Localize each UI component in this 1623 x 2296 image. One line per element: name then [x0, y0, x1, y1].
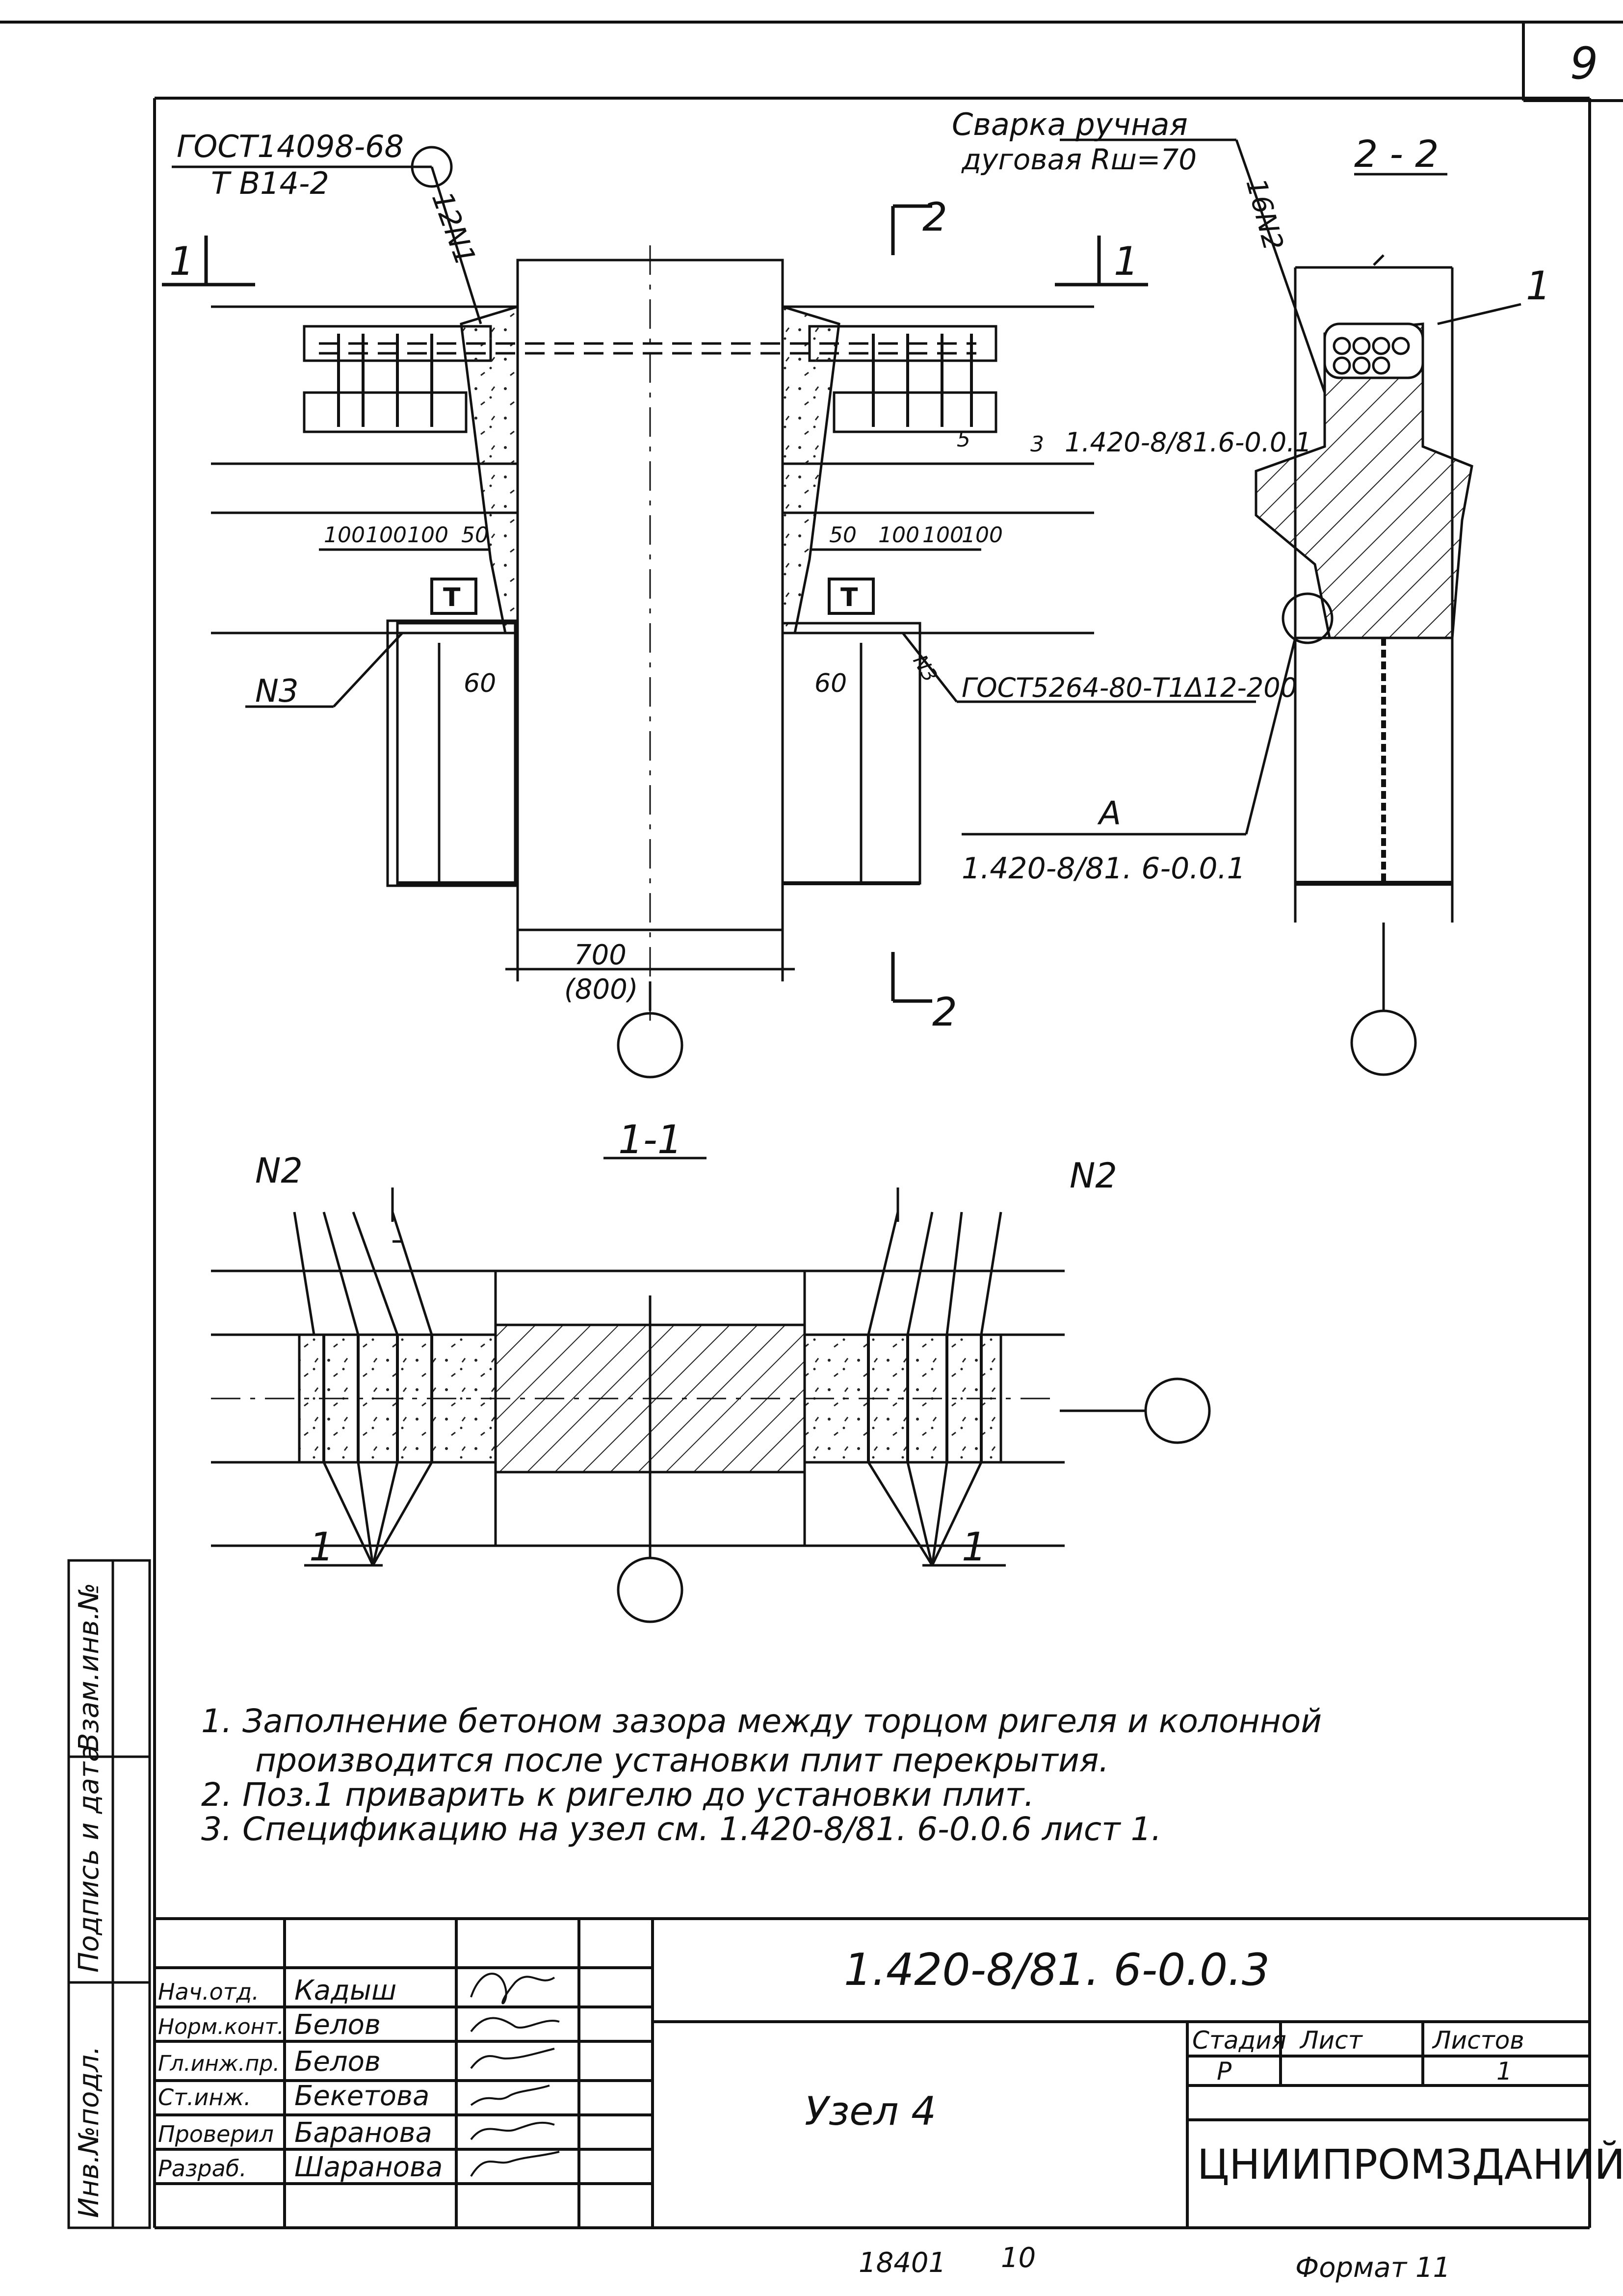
- t-mark-left: T: [443, 583, 461, 612]
- section-2-bottom-label: 2: [932, 989, 957, 1035]
- node-a-ref: 1.420-8/81. 6-0.0.1: [962, 851, 1246, 886]
- role-1: Норм.конт.: [158, 2014, 284, 2039]
- note-2: 2. Поз.1 приварить к ригелю до установки…: [201, 1776, 1034, 1814]
- section-1-right-label: 1: [1114, 238, 1139, 284]
- dim-60-left: 60: [464, 669, 496, 698]
- name-0: Кадыш: [294, 1975, 396, 2006]
- gost5264-leader: [603, 632, 1297, 1160]
- dim-3: 3: [1030, 432, 1044, 457]
- role-4: Проверил: [158, 2121, 274, 2147]
- dim-right-3: 100: [962, 523, 1003, 548]
- title-block-text: Нач.отд. Кадыш Норм.конт. Белов Гл.инж.п…: [158, 1944, 1623, 2189]
- pos-1-label-22: 1: [1526, 263, 1551, 309]
- plan-view: [211, 1188, 1211, 1623]
- name-2: Белов: [294, 2046, 381, 2078]
- title-block: [155, 1917, 1590, 2228]
- role-5: Разраб.: [158, 2155, 247, 2182]
- sheet-frame: [0, 21, 1623, 2229]
- n2-label-left: N2: [255, 1151, 303, 1191]
- ref-right-label: 1.420-8/81.6-0.0.1: [1065, 427, 1312, 458]
- sheet-header: Лист: [1299, 2026, 1363, 2055]
- weld-mark-n3: N3: [908, 651, 942, 686]
- weld-code-label: Т В14-2: [211, 165, 329, 201]
- weld-gost5264-label: ГОСТ5264-80-Т1Δ12-200: [962, 672, 1297, 703]
- section-1-left-label: 1: [169, 238, 194, 284]
- note-3: 3. Спецификацию на узел см. 1.420-8/81. …: [201, 1810, 1162, 1848]
- dim-right-0: 50: [829, 523, 857, 548]
- org-name: ЦНИИПРОМЗДАНИЙ: [1197, 2140, 1623, 2189]
- elevation-view: [162, 146, 1148, 1079]
- notes-block: 1. Заполнение бетоном зазора между торцо…: [201, 1702, 1322, 1848]
- dim-60-right: 60: [814, 669, 847, 698]
- n2-label-right: N2: [1070, 1156, 1117, 1196]
- plan-view-labels: N2 N2 1 1: [255, 1151, 1117, 1570]
- name-3: Бекетова: [294, 2080, 429, 2112]
- sheets-value: 1: [1496, 2057, 1512, 2085]
- section-2-2-labels: Сварка ручная дуговая Rш=70 16N2 2 - 2 1: [952, 106, 1551, 309]
- footer-num: 10: [1001, 2242, 1036, 2274]
- t-mark-right: T: [840, 583, 858, 612]
- dim-left-0: 100: [324, 523, 365, 548]
- rebar-mark-12n1: 12N1: [425, 187, 483, 270]
- stage-header: Стадия: [1192, 2026, 1286, 2055]
- weld-manual-label: Сварка ручная: [952, 106, 1188, 142]
- name-1: Белов: [294, 2009, 381, 2041]
- role-3: Ст.инж.: [158, 2084, 251, 2111]
- sheets-header: Листов: [1432, 2026, 1524, 2055]
- signatures: [470, 1973, 560, 2177]
- footer-format: Формат 11: [1295, 2252, 1450, 2284]
- gost-14098-label: ГОСТ14098-68: [177, 129, 404, 164]
- footer-inv: 18401: [859, 2247, 946, 2279]
- dim-left-3: 50: [461, 523, 489, 548]
- dim-700: 700: [574, 939, 627, 971]
- section-2-top-label: 2: [922, 194, 947, 240]
- drawing-title: Узел 4: [805, 2088, 936, 2134]
- node-a-label: A: [1097, 794, 1121, 832]
- dim-left-1: 100: [366, 523, 407, 548]
- side-stamp: [67, 1559, 151, 2229]
- dim-left-2: 100: [407, 523, 448, 548]
- note-1-line-1: 1. Заполнение бетоном зазора между торцо…: [201, 1702, 1322, 1740]
- view-11-title: 1-1: [618, 1117, 682, 1162]
- section-2-2: [1060, 138, 1521, 1076]
- role-2: Гл.инж.пр.: [158, 2051, 280, 2076]
- doc-code: 1.420-8/81. 6-0.0.3: [844, 1944, 1270, 1996]
- dim-right-1: 100: [878, 523, 919, 548]
- name-4: Баранова: [294, 2117, 432, 2149]
- view-22-title: 2 - 2: [1354, 132, 1439, 176]
- note-1-line-2: производится после установки плит перекр…: [255, 1742, 1109, 1779]
- pos-1-label-right: 1: [962, 1524, 987, 1570]
- role-0: Нач.отд.: [158, 1979, 259, 2005]
- rebar-mark-16n2: 16N2: [1239, 175, 1289, 254]
- side-stamp-replace: Взам.инв.№: [73, 1583, 105, 1752]
- dim-5: 5: [957, 427, 970, 452]
- stage-value: Р: [1217, 2057, 1232, 2085]
- side-stamp-inv: Инв.№подл.: [73, 2046, 105, 2218]
- side-stamp-sign: Подпись и дата: [73, 1745, 105, 1973]
- n3-label: N3: [255, 673, 299, 710]
- page-number: 9: [1570, 38, 1598, 89]
- name-5: Шаранова: [294, 2151, 443, 2183]
- dim-right-2: 100: [922, 523, 964, 548]
- weld-arc-label: дуговая Rш=70: [961, 143, 1197, 176]
- dim-800: (800): [564, 974, 638, 1005]
- pos-1-label-left: 1: [309, 1524, 334, 1570]
